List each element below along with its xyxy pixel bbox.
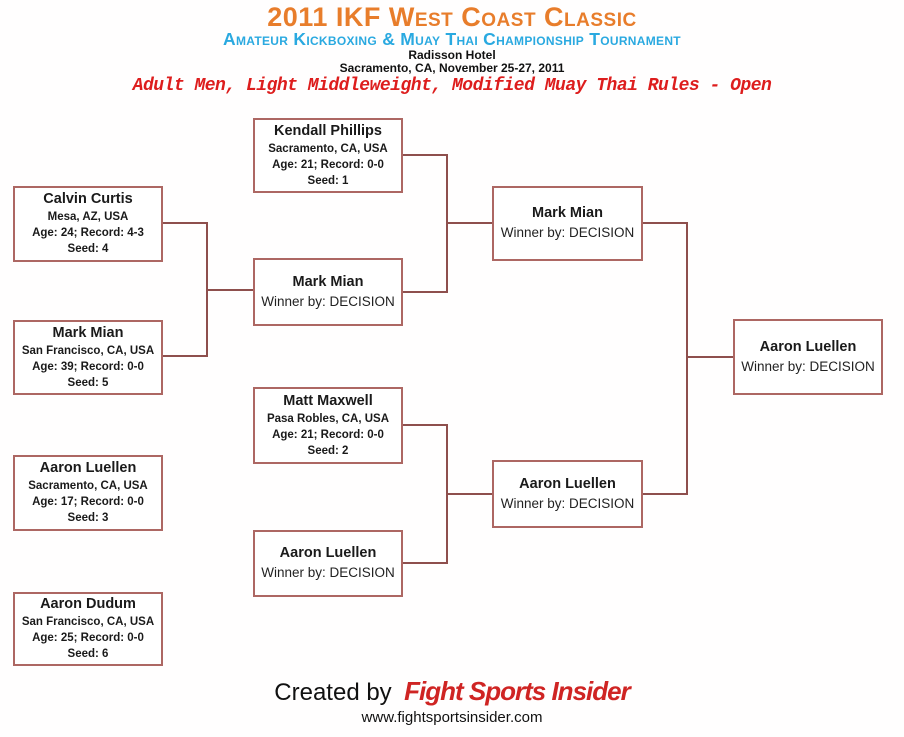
winner-method: Winner by: DECISION (741, 358, 875, 374)
fighter-name: Mark Mian (292, 273, 364, 290)
connector-line (403, 154, 448, 156)
fighter-stats: Age: 21; Record: 0-0 (272, 158, 384, 171)
fighter-city: San Francisco, CA, USA (21, 616, 155, 629)
fighter-stats: Age: 24; Record: 4-3 (32, 227, 144, 240)
bracket-box-aaron-luellen-seed3: Aaron Luellen Sacramento, CA, USA Age: 1… (13, 455, 163, 531)
fighter-name: Aaron Luellen (759, 338, 857, 355)
footer: Created by Fight Sports Insider www.figh… (0, 676, 904, 726)
bracket-box-mark-mian-semifinal-winner: Mark Mian Winner by: DECISION (492, 186, 643, 261)
connector-line (403, 291, 448, 293)
connector-line (403, 424, 448, 426)
fighter-city: San Francisco, CA, USA (21, 344, 155, 357)
fighter-seed: Seed: 5 (67, 376, 109, 389)
fighter-seed: Seed: 4 (67, 243, 109, 256)
fighter-city: Mesa, AZ, USA (47, 211, 129, 224)
created-by-text: Created by (274, 679, 392, 706)
fighter-stats: Age: 17; Record: 0-0 (32, 496, 144, 509)
fighter-stats: Age: 39; Record: 0-0 (32, 360, 144, 373)
bracket-box-kendall-phillips: Kendall Phillips Sacramento, CA, USA Age… (253, 118, 403, 193)
credit-line: Created by Fight Sports Insider (0, 676, 904, 707)
fighter-city: Sacramento, CA, USA (28, 480, 148, 493)
connector-line (163, 222, 208, 224)
division-title: Adult Men, Light Middleweight, Modified … (132, 76, 772, 96)
connector-line (208, 289, 253, 291)
winner-method: Winner by: DECISION (500, 495, 635, 511)
fighter-name: Mark Mian (532, 205, 603, 222)
bracket-box-mark-mian-seed5: Mark Mian San Francisco, CA, USA Age: 39… (13, 320, 163, 395)
fighter-seed: Seed: 3 (67, 512, 109, 525)
page-subtitle: Amateur Kickboxing & Muay Thai Champions… (223, 29, 681, 49)
fighter-seed: Seed: 6 (67, 648, 109, 661)
connector-line (643, 493, 688, 495)
winner-method: Winner by: DECISION (261, 565, 395, 581)
page-title: 2011 IKF West Coast Classic (267, 2, 637, 32)
fighter-name: Aaron Luellen (279, 545, 377, 562)
fighter-name: Matt Maxwell (283, 392, 373, 409)
connector-line (688, 356, 733, 358)
winner-method: Winner by: DECISION (500, 225, 635, 241)
fighter-city: Sacramento, CA, USA (268, 142, 388, 155)
connector-line (206, 222, 208, 357)
bracket-box-aaron-luellen-round2-winner: Aaron Luellen Winner by: DECISION (253, 530, 403, 597)
bracket-box-matt-maxwell: Matt Maxwell Pasa Robles, CA, USA Age: 2… (253, 387, 403, 464)
fighter-stats: Age: 21; Record: 0-0 (272, 428, 384, 441)
connector-line (643, 222, 688, 224)
connector-line (403, 562, 448, 564)
bracket-box-aaron-luellen-semifinal-winner: Aaron Luellen Winner by: DECISION (492, 460, 643, 528)
location-date-text: Sacramento, CA, November 25-27, 2011 (339, 61, 565, 75)
winner-method: Winner by: DECISION (261, 293, 395, 309)
connector-line (446, 424, 448, 564)
connector-line (686, 222, 688, 495)
connector-line (448, 493, 492, 495)
connector-line (446, 154, 448, 293)
fighter-seed: Seed: 1 (307, 174, 349, 187)
fighter-name: Kendall Phillips (274, 122, 382, 139)
bracket-box-calvin-curtis: Calvin Curtis Mesa, AZ, USA Age: 24; Rec… (13, 186, 163, 262)
bracket-box-aaron-dudum: Aaron Dudum San Francisco, CA, USA Age: … (13, 592, 163, 666)
fight-sports-insider-logo: Fight Sports Insider (404, 676, 631, 706)
fighter-city: Pasa Robles, CA, USA (266, 412, 390, 425)
connector-line (448, 222, 492, 224)
fighter-stats: Age: 25; Record: 0-0 (32, 632, 144, 645)
connector-line (163, 355, 208, 357)
fighter-name: Aaron Dudum (40, 596, 136, 613)
fighter-name: Mark Mian (52, 324, 124, 341)
website-url: www.fightsportsinsider.com (361, 709, 543, 726)
fighter-name: Calvin Curtis (43, 191, 133, 208)
venue-text: Radisson Hotel (408, 48, 496, 62)
fighter-seed: Seed: 2 (307, 444, 349, 457)
fighter-name: Aaron Luellen (39, 460, 137, 477)
fighter-name: Aaron Luellen (519, 475, 616, 492)
bracket-box-aaron-luellen-champion: Aaron Luellen Winner by: DECISION (733, 319, 883, 395)
bracket-box-mark-mian-round2-winner: Mark Mian Winner by: DECISION (253, 258, 403, 326)
